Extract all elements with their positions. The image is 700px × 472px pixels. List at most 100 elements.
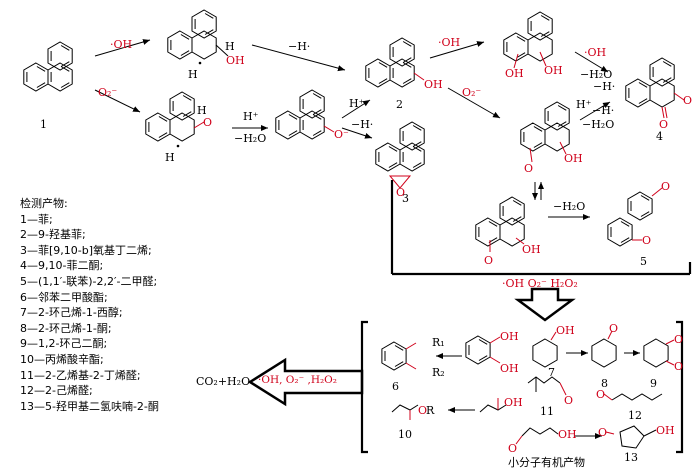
legend-item: 1—菲; bbox=[20, 212, 53, 226]
label-compound-1: 1 bbox=[40, 118, 47, 131]
legend-item: 9—1,2-环己二酮; bbox=[20, 337, 108, 351]
legend-item: 6—邻苯二甲酸酯; bbox=[20, 290, 108, 304]
compound-10-structure bbox=[391, 404, 419, 420]
label-compound-5: 5 bbox=[640, 255, 647, 268]
atom-o-peroxy-2: O bbox=[524, 162, 534, 175]
reagent-h-minus-2: −H· bbox=[351, 118, 374, 131]
atom-o-compound-9-a: O bbox=[674, 333, 684, 346]
oxidant-species-label: ·OH O₂⁻ H₂O₂ bbox=[502, 277, 578, 290]
atom-o-compound-10: O bbox=[418, 404, 428, 417]
label-compound-8: 8 bbox=[601, 377, 608, 390]
reagent-h-plus-3: H⁺ bbox=[576, 98, 592, 111]
label-compound-12: 12 bbox=[628, 409, 642, 422]
legend-item: 8—2-环己烯-1-酮; bbox=[20, 321, 112, 335]
compound-4-structure bbox=[626, 58, 685, 119]
dioxetane-intermediate bbox=[476, 197, 525, 252]
reagent-h-minus-1: −H· bbox=[288, 40, 311, 53]
atom-o-compound-11: O bbox=[564, 394, 574, 407]
label-compound-3: 3 bbox=[402, 192, 409, 205]
reagent-superoxide-1: O₂⁻ bbox=[98, 86, 118, 99]
atom-o-quinone-2: O bbox=[659, 118, 669, 131]
compound-8-structure bbox=[591, 330, 617, 368]
label-compound-13: 13 bbox=[624, 451, 638, 464]
main-flow-lines bbox=[390, 180, 692, 276]
label-compound-7: 7 bbox=[548, 366, 555, 379]
atom-o-aldehyde-2: O bbox=[642, 234, 652, 247]
compound-9-structure bbox=[643, 338, 675, 368]
legend-item: 4—9,10-菲二酮; bbox=[20, 259, 104, 273]
hydroxy-peroxy-intermediate bbox=[521, 102, 569, 163]
atom-o-ester: O bbox=[508, 442, 518, 455]
label-compound-11: 11 bbox=[540, 405, 554, 418]
phthalic-acid-structure bbox=[465, 335, 501, 365]
reagent-h-minus-4: −H· bbox=[592, 104, 615, 117]
atom-oh-diol-1: OH bbox=[544, 64, 563, 77]
atom-oh-compound-7: OH bbox=[556, 324, 575, 337]
atom-r2: R₂ bbox=[432, 366, 445, 379]
atom-o-aldehyde-1: O bbox=[661, 180, 671, 193]
reagent-oh-3: ·OH bbox=[584, 46, 607, 59]
atom-oh-top: OH bbox=[226, 54, 245, 67]
compound-3-structure bbox=[376, 122, 424, 189]
compound-2-structure bbox=[366, 38, 425, 87]
atom-oh-compound-2: OH bbox=[424, 78, 443, 91]
label-compound-6: 6 bbox=[392, 380, 399, 393]
atom-o-lactone: O bbox=[598, 426, 608, 439]
reagent-water-3: −H₂O bbox=[582, 118, 615, 131]
label-compound-10: 10 bbox=[398, 428, 412, 441]
diol-intermediate bbox=[504, 12, 552, 69]
compound-5-structure bbox=[607, 187, 663, 247]
legend-item: 7—2-环己烯-1-西醇; bbox=[20, 306, 123, 320]
atom-oh-phthalic-2: OH bbox=[500, 362, 519, 375]
atom-r-compound-10: R bbox=[426, 404, 435, 417]
atom-oh-lactone: OH bbox=[656, 424, 675, 437]
final-product-label: CO₂+H₂O bbox=[196, 375, 251, 388]
oh-adduct-radical bbox=[168, 10, 229, 65]
atom-h-peroxy: H bbox=[165, 151, 175, 164]
atom-o-epoxide: O bbox=[396, 186, 406, 199]
legend-title: 检测产物: bbox=[20, 197, 68, 210]
label-compound-4: 4 bbox=[656, 130, 663, 143]
atom-r1: R₁ bbox=[432, 336, 445, 349]
compound-7-structure bbox=[532, 331, 558, 368]
atom-o-quinone-1: O bbox=[683, 94, 693, 107]
atom-o-compound-12: O bbox=[596, 388, 606, 401]
atom-o-peroxy: O bbox=[203, 116, 213, 129]
compound-13-structure bbox=[605, 425, 657, 449]
reagent-superoxide-2: O₂⁻ bbox=[462, 86, 482, 99]
reagent-water-2: −H₂O bbox=[580, 68, 613, 81]
phenoxide-anion bbox=[276, 90, 335, 139]
atom-h-top: H bbox=[225, 40, 235, 53]
label-compound-2: 2 bbox=[396, 98, 403, 111]
legend-item: 3—菲[9,10-b]氧基丁二烯; bbox=[20, 243, 152, 257]
reagent-water-1: −H₂O bbox=[234, 132, 267, 145]
reaction-arrows bbox=[94, 39, 611, 220]
small-organic-products-caption: 小分子有机产物 bbox=[508, 456, 585, 469]
reagent-oh-2: ·OH bbox=[438, 36, 461, 49]
legend-item: 2—9-羟基菲; bbox=[20, 228, 86, 242]
atom-o-compound-8: O bbox=[609, 322, 619, 335]
peroxy-radical-intermediate bbox=[146, 92, 205, 148]
acrylic-acid-structure bbox=[479, 398, 507, 413]
atom-oh-dioxetane: OH bbox=[522, 243, 541, 256]
atom-oh-phthalic-1: OH bbox=[500, 330, 519, 343]
compound-11-structure bbox=[527, 376, 567, 396]
legend-item: 12—2-己烯醛; bbox=[20, 384, 93, 398]
atom-o-dioxetane: O bbox=[484, 254, 494, 267]
open-chain-hydroxy-ester bbox=[515, 427, 559, 445]
compound-1-structure bbox=[24, 42, 72, 91]
legend-item: 11—2-乙烯基-2-丁烯醛; bbox=[20, 368, 141, 382]
atom-o-compound-9-b: O bbox=[674, 360, 684, 373]
atom-h-top-radical: H bbox=[188, 68, 198, 81]
reagent-h-minus-3: −H· bbox=[593, 80, 616, 93]
atom-o-minus: O⁻ bbox=[334, 128, 349, 141]
legend-item: 5—(1,1′-联苯)-2,2′-二甲醛; bbox=[20, 274, 158, 288]
atom-oh-diol-2: OH bbox=[505, 67, 524, 80]
down-hollow-arrow bbox=[514, 287, 576, 322]
atom-h-peroxy-top: H bbox=[197, 104, 207, 117]
small-molecule-bracket bbox=[360, 320, 684, 454]
legend-item: 13—5-羟甲基二氢呋喃-2-酮 bbox=[20, 399, 159, 413]
reagent-water-4: −H₂O bbox=[553, 200, 586, 213]
